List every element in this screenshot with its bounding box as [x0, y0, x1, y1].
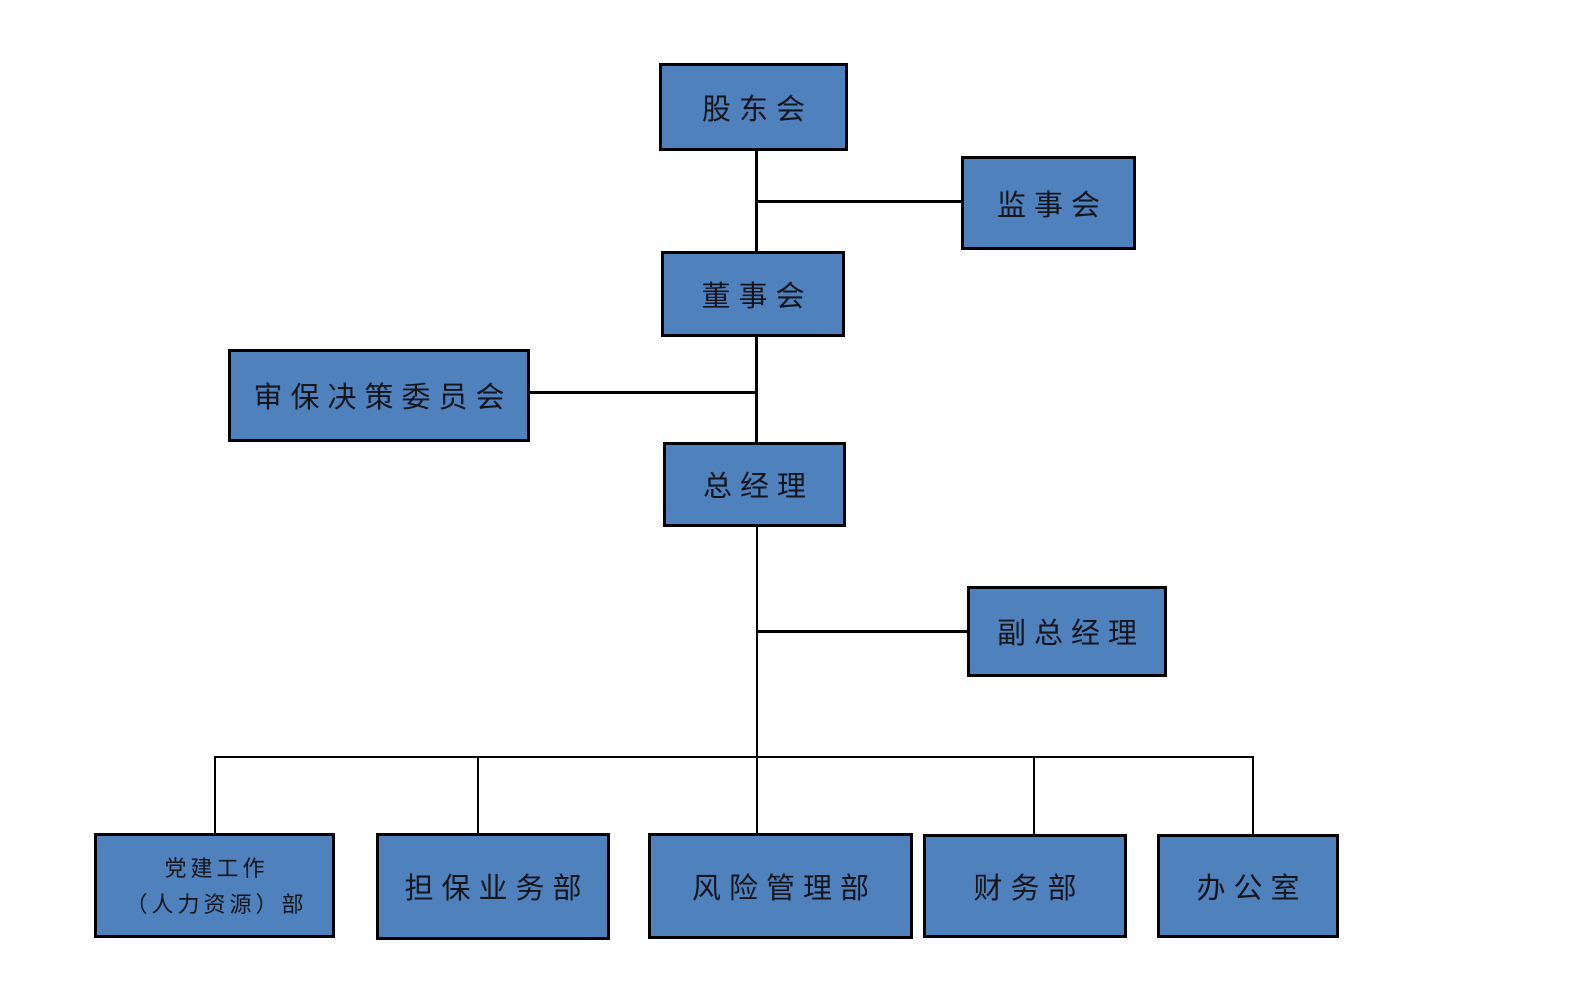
box-label: 办公室: [1196, 870, 1308, 905]
box-label-line2: （人力资源）部: [125, 892, 308, 918]
box-guarantee-business-dept: 担保业务部: [376, 833, 610, 940]
box-supervisory-board: 监事会: [961, 156, 1136, 250]
connector-general-manager-trunk: [756, 526, 758, 834]
connector-to-deputy-general-manager: [757, 630, 967, 633]
box-label: 监事会: [996, 187, 1108, 222]
box-review-guarantee-committee: 审保决策委员会: [228, 349, 530, 442]
box-label-line1: 党建工作: [164, 857, 269, 883]
box-finance-dept: 财务部: [923, 834, 1127, 938]
box-label: 总经理: [702, 469, 814, 504]
connector-drop-guarantee-business: [477, 756, 479, 834]
box-shareholders-meeting: 股东会: [659, 63, 848, 151]
connector-from-review-committee: [530, 391, 758, 394]
box-office: 办公室: [1157, 834, 1339, 938]
box-label: 审保决策委员会: [253, 380, 513, 415]
box-label: 股东会: [701, 91, 813, 126]
box-label: 财务部: [973, 870, 1085, 905]
box-party-building-hr-dept: 党建工作 （人力资源）部: [94, 833, 335, 938]
connector-drop-finance: [1033, 756, 1035, 835]
box-label: 担保业务部: [404, 871, 590, 906]
connector-directors-to-general-manager: [755, 336, 758, 443]
box-label: 副总经理: [996, 616, 1145, 651]
box-deputy-general-manager: 副总经理: [967, 586, 1167, 677]
connector-drop-party-building: [214, 756, 216, 834]
connector-to-supervisory-board: [756, 200, 964, 203]
box-risk-management-dept: 风险管理部: [648, 833, 913, 939]
box-label: 风险管理部: [691, 870, 877, 905]
connector-drop-office: [1252, 756, 1254, 835]
box-label: 董事会: [701, 278, 813, 313]
box-board-of-directors: 董事会: [661, 251, 845, 337]
connector-departments-bus: [214, 756, 1254, 758]
box-general-manager: 总经理: [663, 442, 846, 527]
